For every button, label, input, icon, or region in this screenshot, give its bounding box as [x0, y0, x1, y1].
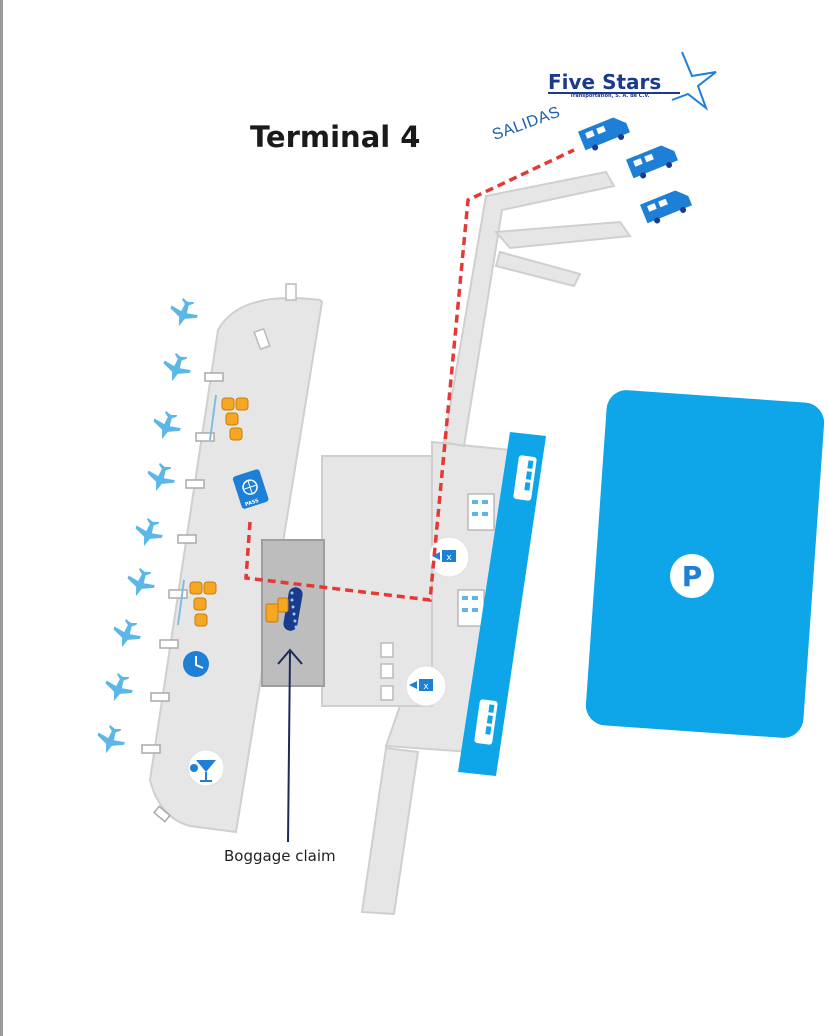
concourse-notch [253, 327, 271, 351]
walkway-fork [494, 250, 582, 288]
info-icon-lower: x [405, 665, 447, 707]
brand-tagline: Transportation, S. A. de C.V. [570, 93, 650, 99]
clock-icon [183, 651, 209, 677]
luggage-icon [265, 597, 289, 623]
svg-text:x: x [446, 553, 452, 563]
gate-stubs [141, 372, 224, 823]
bus-lane [458, 432, 546, 776]
plane-icons [97, 297, 198, 754]
road-south [360, 746, 420, 916]
route-path [244, 148, 575, 602]
passport-icon [232, 469, 269, 509]
star-logo-icon [671, 51, 717, 111]
concourse-building [148, 297, 324, 834]
counter-marks [462, 500, 488, 612]
walkway [442, 170, 616, 448]
seating-lower [177, 579, 217, 627]
seating-upper [209, 394, 249, 441]
van-icon-3 [640, 190, 692, 224]
carousel-dots [290, 591, 298, 629]
info-icon-upper: x [428, 536, 470, 578]
concourse-top-tab [285, 283, 297, 301]
map-title: Terminal 4 [250, 120, 421, 154]
bus-icon-upper [513, 455, 537, 501]
walkway-branch [493, 220, 632, 250]
bus-icon-lower [474, 699, 498, 745]
van-icon-2 [626, 145, 678, 179]
baggage-carousel [283, 587, 303, 631]
brand-name: Five Stars [548, 70, 662, 94]
van-icon-1 [578, 117, 630, 151]
bar-icon [187, 749, 225, 787]
baggage-arrow [287, 651, 291, 843]
svg-text:x: x [423, 682, 429, 692]
page-edge [0, 0, 3, 1036]
baggage-arrowhead [277, 648, 303, 665]
parking-icon-circle [670, 554, 714, 598]
baggage-claim-label: Boggage claim [224, 847, 336, 865]
small-rooms [380, 642, 394, 701]
parking-icon: P [682, 560, 703, 593]
